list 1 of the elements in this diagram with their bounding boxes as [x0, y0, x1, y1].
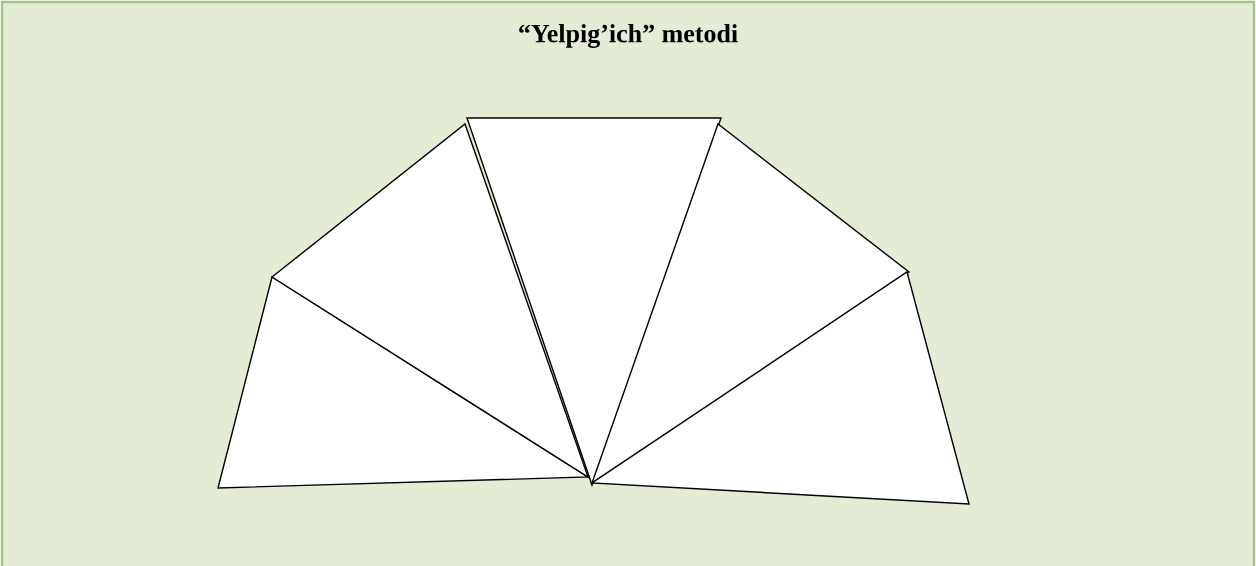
title: “Yelpig’ich” metodi: [519, 24, 738, 48]
